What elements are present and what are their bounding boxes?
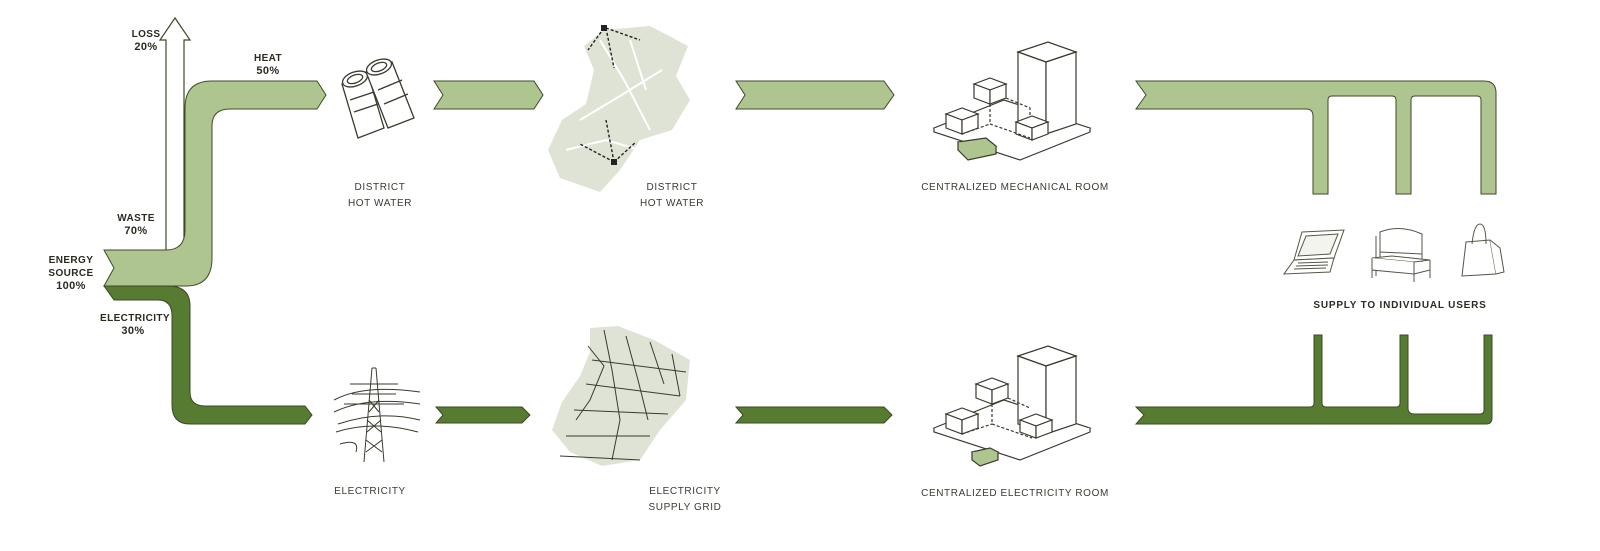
energy-source-line1: ENERGY	[48, 255, 94, 266]
electricity-percent: 30%	[121, 325, 145, 337]
stage-district-hot-water-1: DISTRICT HOT WATER	[320, 180, 440, 212]
laptop-icon	[1282, 229, 1345, 275]
stage-electricity-room: CENTRALIZED ELECTRICITY ROOM	[910, 486, 1120, 502]
heat-chevron-1	[433, 80, 544, 110]
district-map-icon	[548, 25, 690, 192]
stage-elec1-line1: ELECTRICITY	[334, 486, 406, 497]
stage-heat3-line1: CENTRALIZED MECHANICAL ROOM	[921, 182, 1109, 193]
heat-percent: 50%	[256, 65, 280, 77]
electricity-label-text: ELECTRICITY	[100, 313, 170, 324]
electricity-band	[103, 285, 313, 425]
energy-source-percent: 100%	[56, 280, 86, 292]
bed-icon	[1371, 228, 1431, 282]
stage-elec2-line1: ELECTRICITY	[649, 486, 721, 497]
grid-map-icon	[552, 326, 690, 466]
loss-percent: 20%	[134, 41, 158, 53]
stage-mechanical-room: CENTRALIZED MECHANICAL ROOM	[910, 180, 1120, 196]
stage-heat1-line2: HOT WATER	[347, 198, 413, 209]
mechanical-room-icon	[932, 41, 1092, 161]
stage-elec2-line2: SUPPLY GRID	[648, 502, 722, 513]
energy-source-line2: SOURCE	[48, 268, 94, 279]
stage-heat1-line1: DISTRICT	[354, 182, 406, 193]
heat-distribution	[1135, 80, 1497, 195]
heat-band	[103, 80, 327, 287]
waste-label-text: WASTE	[117, 213, 155, 224]
heat-label: HEAT 50%	[246, 52, 290, 78]
supply-to-users-label: SUPPLY TO INDIVIDUAL USERS	[1300, 299, 1500, 312]
heat-label-text: HEAT	[253, 53, 283, 64]
stage-elec3-line1: CENTRALIZED ELECTRICITY ROOM	[921, 488, 1109, 499]
energy-source-label: ENERGY SOURCE 100%	[46, 254, 96, 293]
stage-heat2-line1: DISTRICT	[646, 182, 698, 193]
pipes-icon	[341, 58, 415, 139]
shopping-bag-icon	[1461, 223, 1505, 277]
loss-label: LOSS 20%	[126, 28, 166, 54]
supply-to-users-text: SUPPLY TO INDIVIDUAL USERS	[1313, 300, 1487, 311]
stage-electricity: ELECTRICITY	[320, 484, 420, 500]
waste-percent: 70%	[124, 225, 148, 237]
loss-label-text: LOSS	[131, 29, 161, 40]
pylon-icon	[333, 367, 421, 463]
electricity-label: ELECTRICITY 30%	[100, 312, 170, 338]
heat-chevron-2	[735, 80, 895, 110]
electricity-distribution	[1134, 334, 1493, 425]
waste-label: WASTE 70%	[114, 212, 158, 238]
electricity-chevron-1	[434, 406, 531, 424]
electricity-chevron-2	[734, 406, 893, 424]
stage-district-hot-water-2: DISTRICT HOT WATER	[612, 180, 732, 212]
loss-arrow	[158, 16, 192, 259]
stage-electricity-supply-grid: ELECTRICITY SUPPLY GRID	[620, 484, 750, 516]
stage-heat2-line2: HOT WATER	[639, 198, 705, 209]
electricity-room-icon	[932, 345, 1092, 467]
